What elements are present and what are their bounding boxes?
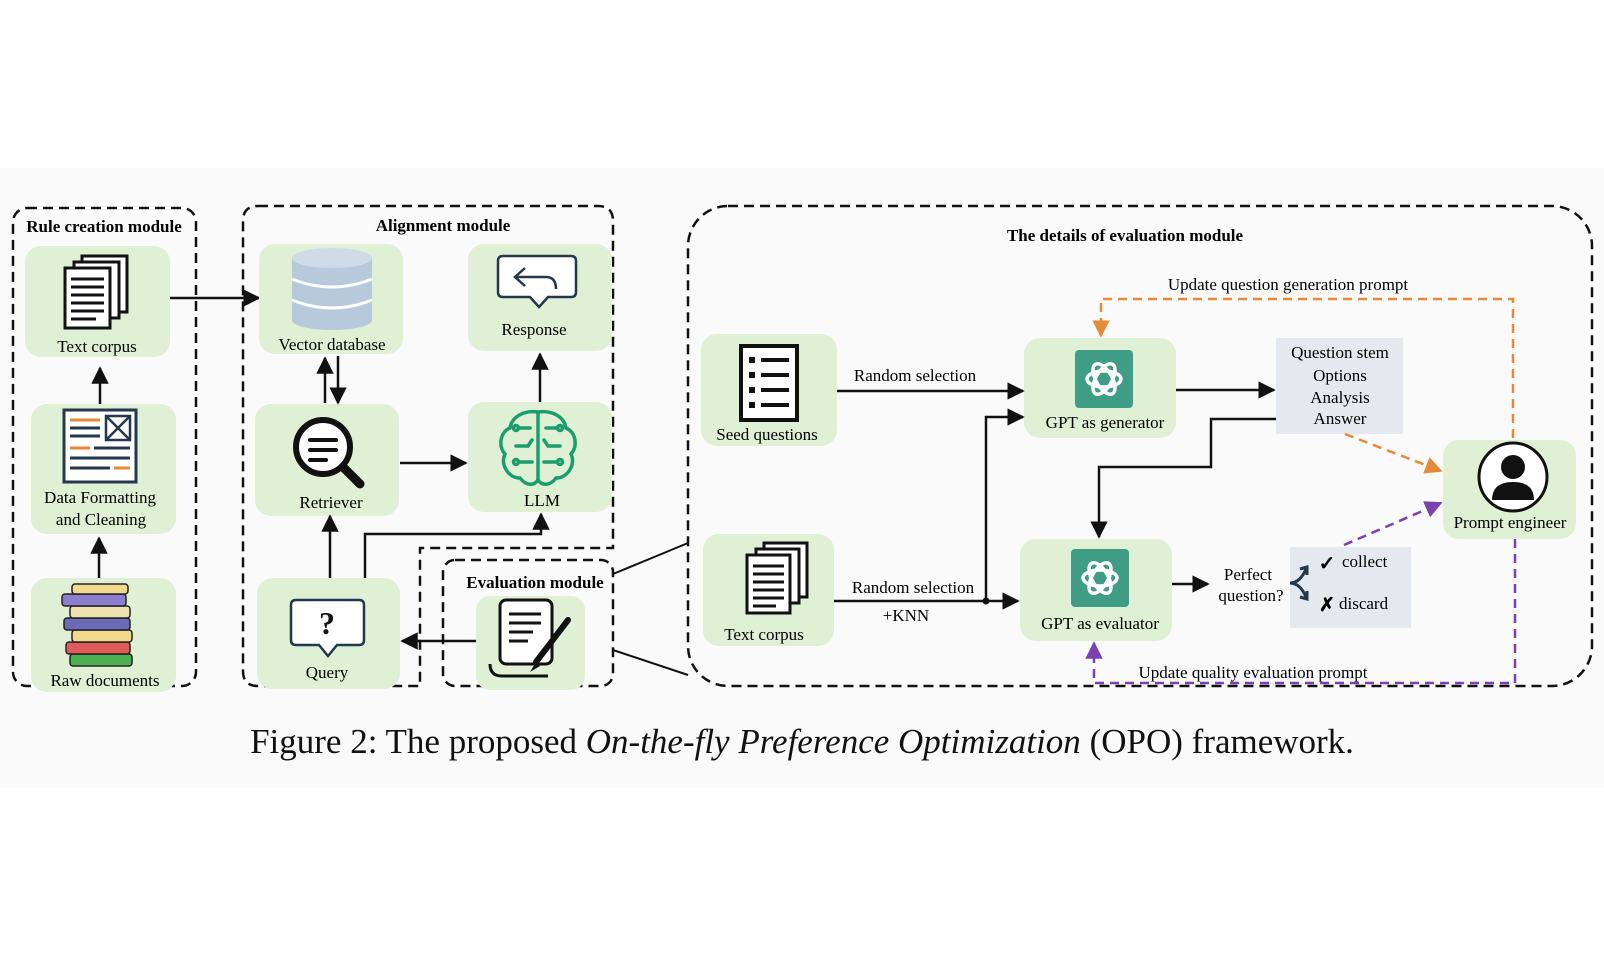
newspaper-icon	[62, 408, 138, 484]
vector-database-node: Vector database	[259, 244, 403, 354]
details-module-title: The details of evaluation module	[1007, 226, 1244, 245]
update-evaluation-arrow	[1085, 539, 1517, 685]
svg-text:?: ?	[319, 605, 335, 641]
raw-documents-label: Raw documents	[50, 671, 159, 690]
llm-node: LLM	[468, 402, 612, 512]
gpt-generator-node: GPT as generator	[1024, 338, 1176, 438]
caption-italic: On-the-fly Preference Optimization	[585, 722, 1081, 761]
response-node: Response	[468, 244, 612, 351]
decision-fork	[1289, 565, 1309, 601]
vector-database-label: Vector database	[278, 335, 385, 354]
seed-questions-label: Seed questions	[716, 425, 818, 444]
retriever-node: Retriever	[255, 404, 399, 516]
collect-to-engineer-arrow	[1343, 501, 1443, 547]
brain-icon	[499, 409, 577, 486]
gpt-generator-label: GPT as generator	[1046, 413, 1165, 432]
details-text-corpus-node: Text corpus	[703, 534, 834, 646]
answer-text: Answer	[1314, 409, 1367, 428]
perfect-question-line2: question?	[1218, 586, 1283, 605]
details-module-frame	[686, 204, 1594, 688]
question-to-engineer-arrow	[1344, 432, 1443, 474]
checklist-icon	[739, 344, 799, 422]
question-bubble-icon: ?	[289, 598, 366, 658]
evaluation-module-title: Evaluation module	[466, 573, 604, 592]
random-selection-top-label: Random selection	[854, 366, 977, 385]
documents-icon	[63, 254, 129, 330]
gpt-evaluator-node: GPT as evaluator	[1020, 539, 1172, 641]
details-text-corpus-label: Text corpus	[724, 625, 804, 644]
knn-label: +KNN	[883, 606, 929, 625]
figure: Rule creation module Alignment module Ev…	[0, 168, 1604, 788]
question-parts-box: Question stem Options Analysis Answer	[1276, 338, 1403, 434]
options-text: Options	[1313, 366, 1367, 385]
rule-module-title: Rule creation module	[26, 217, 182, 236]
documents-icon	[745, 541, 809, 615]
random-selection-bottom-label: Random selection	[852, 578, 975, 597]
retriever-label: Retriever	[299, 493, 363, 512]
cross-icon: ✗	[1319, 595, 1335, 616]
gpt-evaluator-label: GPT as evaluator	[1041, 614, 1159, 633]
update-generation-arrow	[1092, 297, 1515, 438]
user-avatar-icon	[1477, 441, 1549, 513]
rule-text-corpus-label: Text corpus	[57, 337, 137, 356]
update-evaluation-label: Update quality evaluation prompt	[1139, 663, 1368, 682]
llm-label: LLM	[524, 491, 560, 510]
question-stem-text: Question stem	[1291, 343, 1389, 362]
prompt-engineer-node: Prompt engineer	[1443, 440, 1576, 539]
caption-prefix: Figure 2: The proposed	[250, 722, 586, 761]
data-formatting-label-line2: and Cleaning	[56, 510, 147, 529]
query-to-llm-arrow	[363, 512, 550, 578]
rule-text-corpus-node: Text corpus	[25, 246, 170, 357]
magnifier-icon	[293, 417, 365, 489]
caption-suffix: (OPO) framework.	[1080, 722, 1354, 761]
check-icon: ✓	[1319, 553, 1336, 575]
analysis-text: Analysis	[1310, 388, 1370, 407]
discard-label: discard	[1339, 594, 1389, 613]
reply-bubble-icon	[496, 254, 578, 309]
seed-questions-node: Seed questions	[701, 334, 837, 446]
question-to-evaluator-arrow	[1090, 417, 1276, 539]
books-icon	[61, 583, 133, 667]
contract-pen-icon	[488, 598, 571, 678]
database-icon	[291, 248, 373, 330]
zoom-line-top	[612, 542, 689, 575]
query-label: Query	[306, 663, 349, 682]
openai-logo-icon	[1071, 549, 1129, 607]
perfect-question-line1: Perfect	[1224, 565, 1272, 584]
prompt-engineer-label: Prompt engineer	[1454, 513, 1567, 532]
collect-discard-box: ✓ collect ✗ discard	[1290, 547, 1411, 628]
alignment-module-title: Alignment module	[376, 216, 511, 235]
openai-logo-icon	[1075, 350, 1133, 408]
data-formatting-label-line1: Data Formatting	[44, 488, 156, 507]
collect-label: collect	[1342, 552, 1388, 571]
zoom-line-bottom	[612, 649, 689, 676]
response-label: Response	[501, 320, 566, 339]
corpus-to-generator-arrow	[984, 408, 1025, 601]
query-node: ? Query	[257, 578, 400, 689]
raw-documents-node: Raw documents	[31, 578, 176, 692]
data-formatting-node: Data Formatting and Cleaning	[31, 404, 176, 534]
alignment-module-frame	[241, 204, 615, 688]
evaluation-node	[476, 596, 585, 690]
update-generation-label: Update question generation prompt	[1168, 275, 1409, 294]
figure-caption: Figure 2: The proposed On-the-fly Prefer…	[0, 722, 1604, 762]
opo-diagram: Rule creation module Alignment module Ev…	[11, 204, 1594, 692]
